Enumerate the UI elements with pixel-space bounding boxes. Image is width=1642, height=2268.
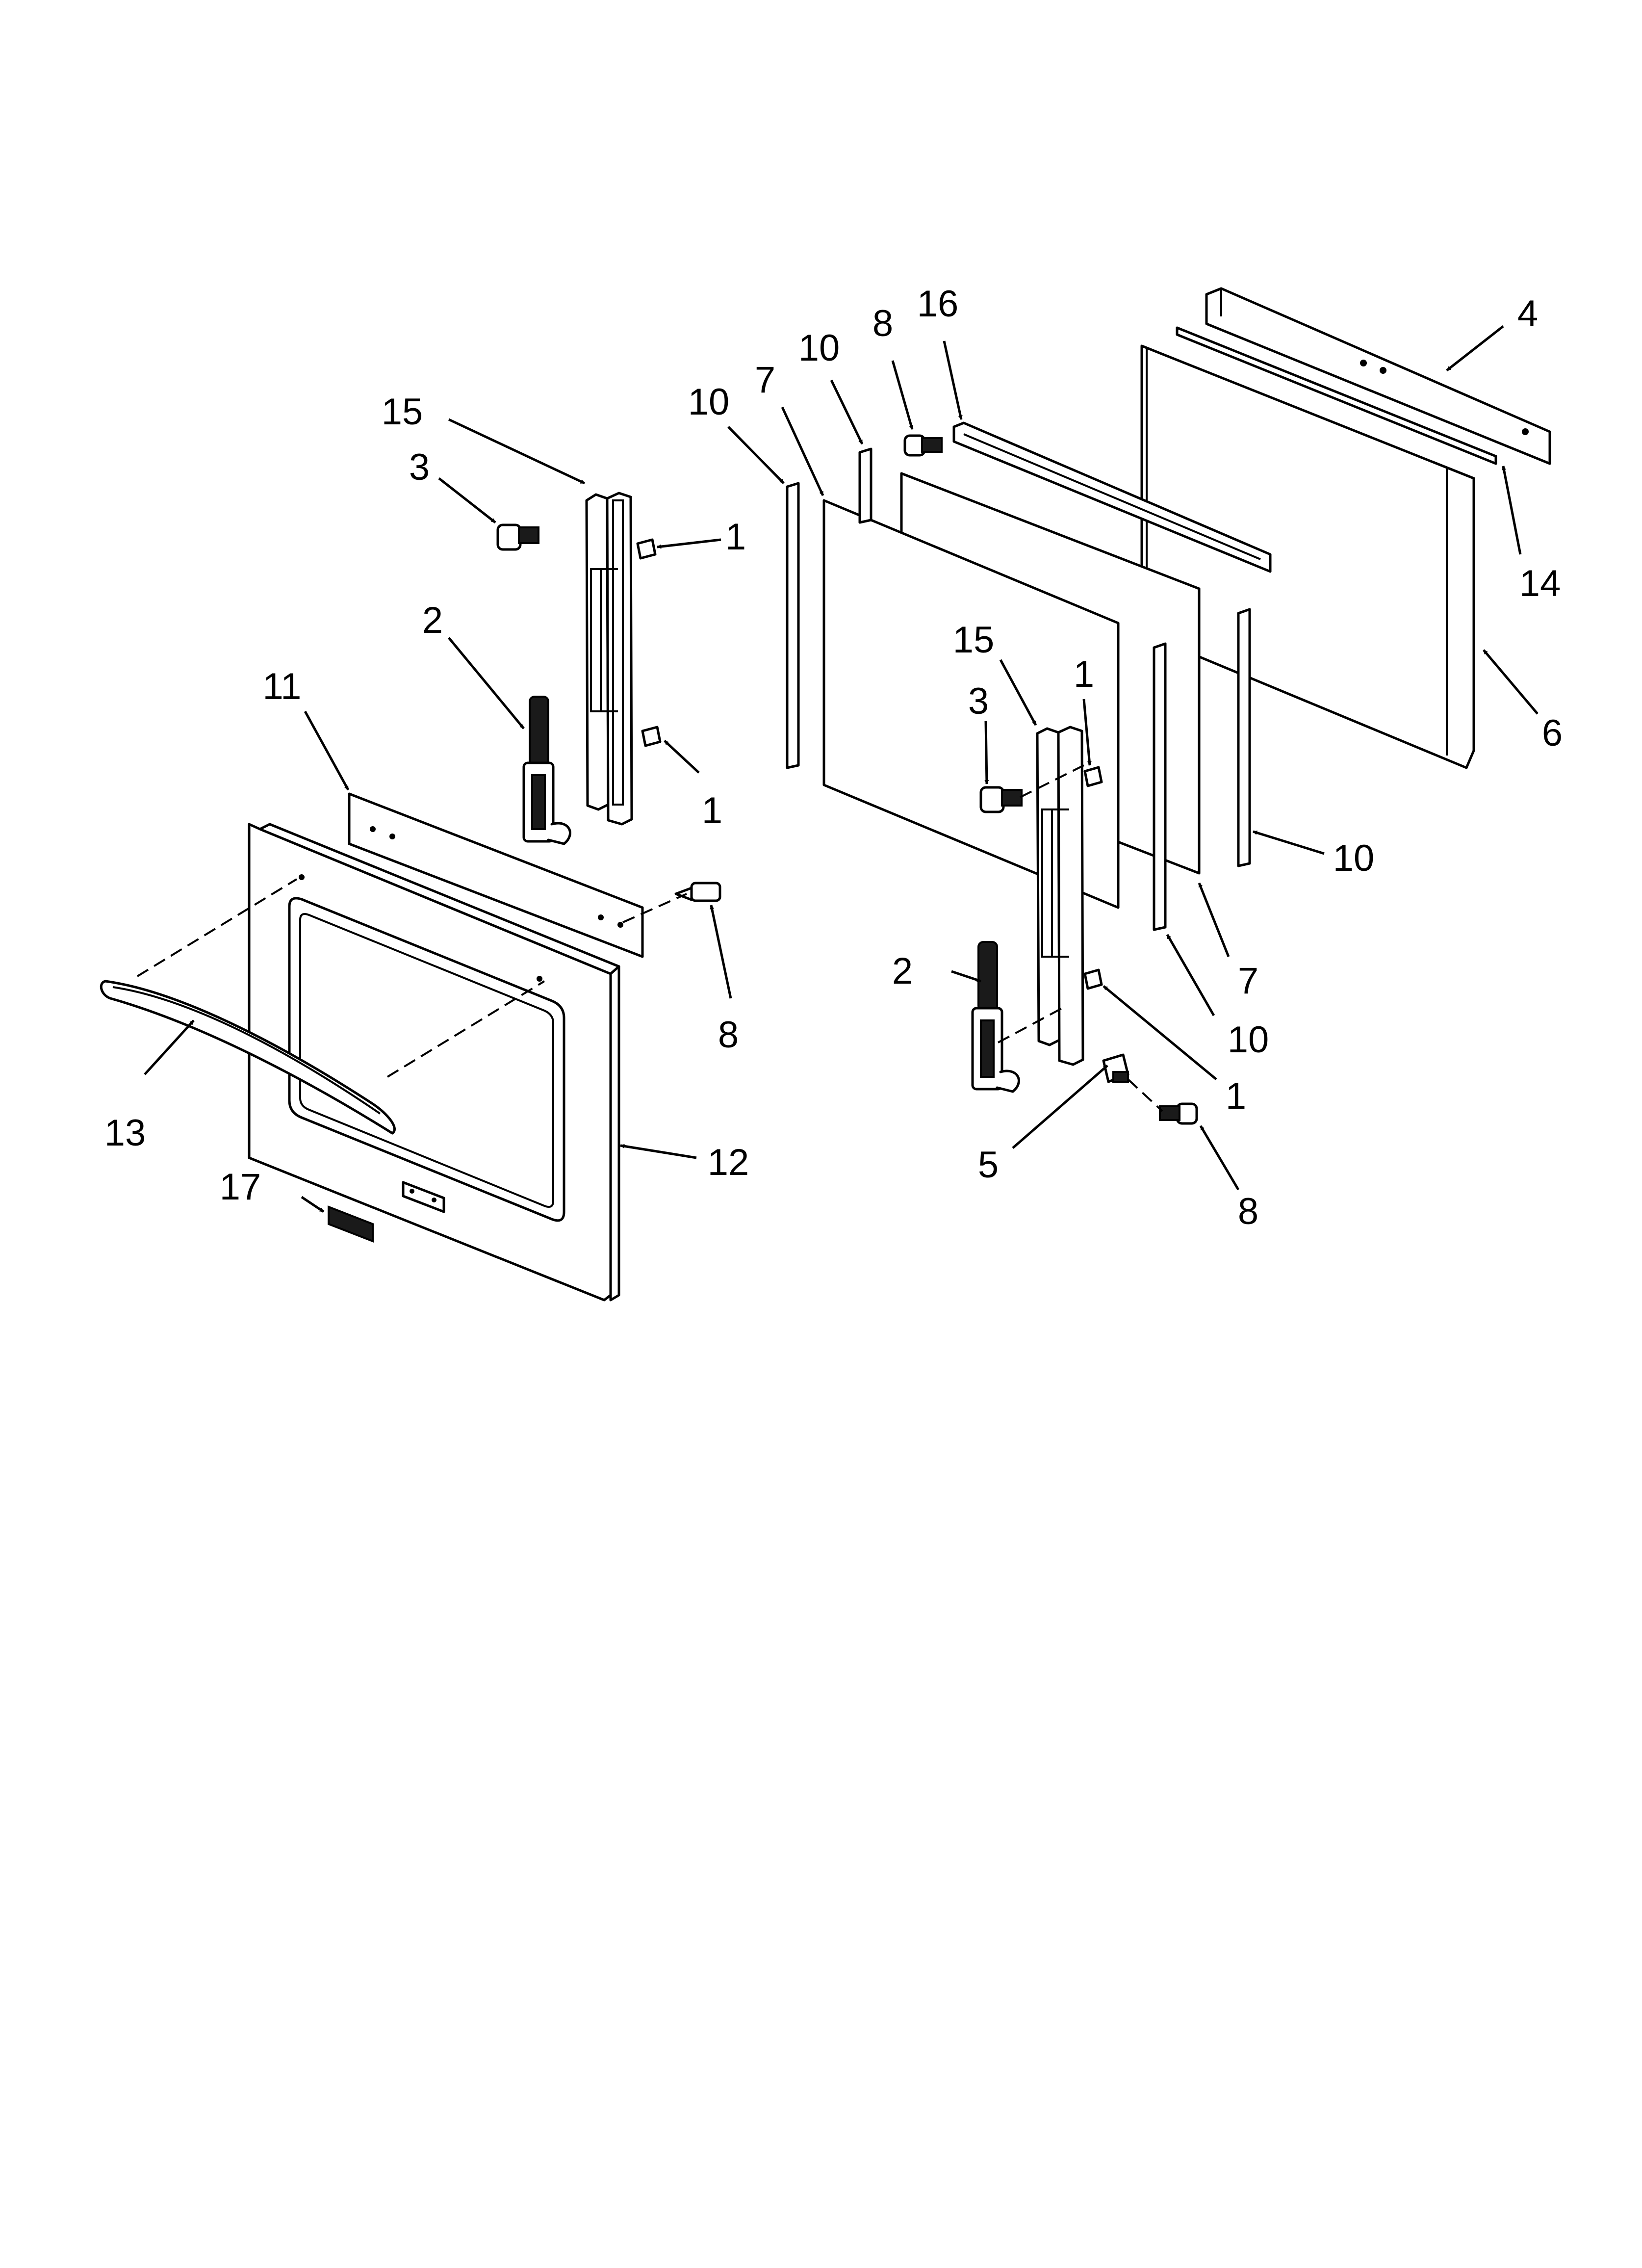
clip-left-top	[636, 538, 657, 560]
dash-screw-8-right	[1127, 1078, 1163, 1112]
door-handle	[100, 980, 396, 1135]
callout-13: 13	[104, 1112, 146, 1154]
screw-right-8	[1159, 1102, 1198, 1125]
latch-bracket	[1102, 1053, 1129, 1083]
callout-1-left-bottom: 1	[702, 790, 722, 832]
screw-left-3	[496, 523, 539, 551]
screw-left-8	[674, 882, 721, 902]
spring-hinge-left	[522, 696, 571, 845]
spacer-strip-d	[1153, 642, 1167, 931]
callout-10-b: 10	[798, 327, 840, 369]
callout-8-left: 8	[718, 1014, 739, 1056]
callout-3-right: 3	[968, 680, 989, 722]
dash-hinge-right	[998, 1005, 1067, 1043]
callout-10-a: 10	[688, 381, 730, 423]
callout-10-d: 10	[1228, 1019, 1269, 1061]
spacer-strip-b	[858, 447, 872, 524]
spring-hinge-right	[971, 941, 1020, 1093]
callout-16: 16	[917, 283, 959, 325]
clip-right-bottom	[1083, 968, 1103, 990]
top-support-rail	[952, 421, 1272, 573]
callout-2-right: 2	[892, 950, 913, 992]
outer-door-panel	[248, 823, 620, 1302]
callout-4: 4	[1517, 293, 1538, 335]
callout-12: 12	[708, 1142, 749, 1183]
dash-handle-bottom	[386, 980, 545, 1078]
callout-1-right-top: 1	[1074, 653, 1094, 695]
dash-screw-3-right	[1020, 764, 1084, 798]
callout-labels: 15 3 1 2 11 1 8 13 12 17 10 7 10 8 16 4 …	[104, 283, 1563, 1232]
callout-1-left-top: 1	[725, 516, 746, 558]
clip-right-top	[1083, 766, 1103, 787]
callout-8-top: 8	[872, 303, 893, 344]
callout-14: 14	[1519, 563, 1561, 604]
callout-1-right-bottom: 1	[1226, 1075, 1246, 1117]
callout-15-right: 15	[953, 619, 995, 661]
hinge-bracket-right	[1036, 726, 1084, 1066]
hinge-bracket-left	[585, 492, 633, 826]
callout-8-right: 8	[1238, 1191, 1258, 1232]
badge-recess	[402, 1181, 445, 1213]
callout-17: 17	[220, 1166, 261, 1208]
dash-screw-8	[622, 893, 687, 923]
screw-right-3	[979, 786, 1023, 813]
top-trim-channel	[1205, 287, 1551, 465]
callout-15-left: 15	[382, 391, 423, 433]
screw-top-8	[903, 434, 943, 457]
callout-5: 5	[978, 1144, 999, 1186]
leader-lines	[144, 325, 1539, 1213]
callout-3-left: 3	[409, 446, 430, 488]
callout-11: 11	[263, 666, 302, 707]
badge-plate	[328, 1205, 374, 1243]
trim-strip	[348, 792, 644, 958]
dash-handle-top	[136, 878, 298, 977]
spacer-strip-a	[786, 482, 800, 769]
gasket-strip	[1176, 326, 1497, 465]
callout-6: 6	[1542, 712, 1563, 754]
callout-10-c: 10	[1333, 837, 1375, 879]
callout-2-left: 2	[422, 600, 443, 641]
callout-7-b: 7	[1238, 960, 1258, 1002]
clip-left-bottom	[641, 726, 662, 747]
spacer-strip-c	[1237, 608, 1251, 867]
callout-7-a: 7	[755, 359, 775, 401]
